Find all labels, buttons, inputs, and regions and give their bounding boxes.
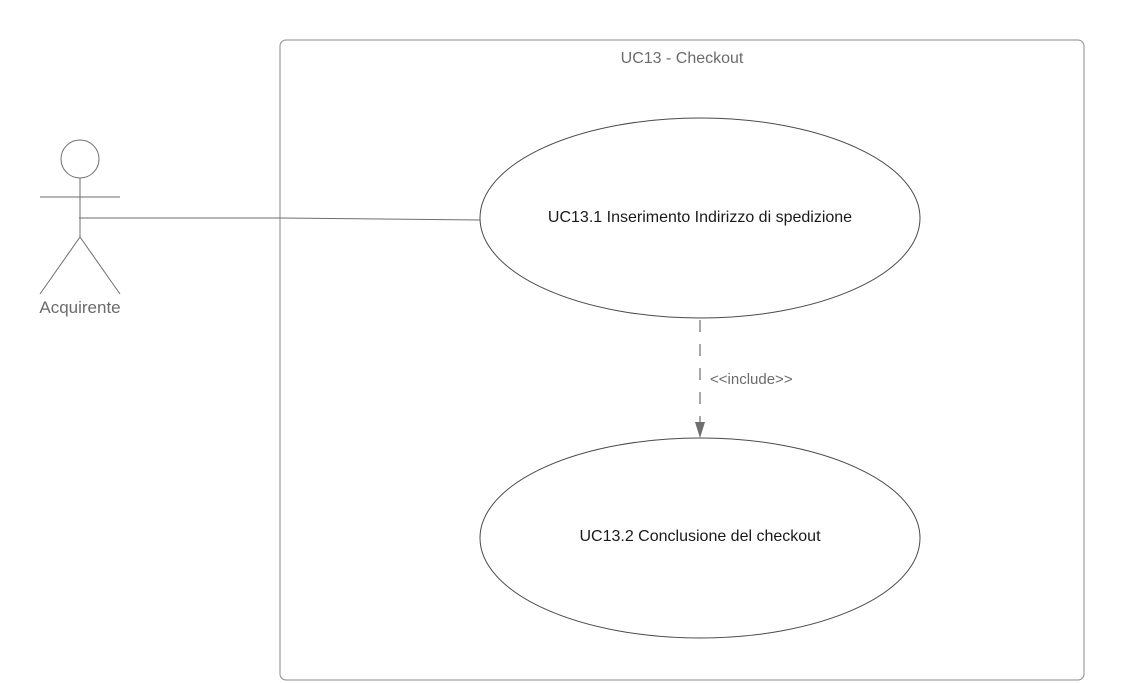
include-arrowhead	[695, 422, 705, 438]
use-case-uc13-1-ellipse	[479, 117, 921, 319]
actor-label: Acquirente	[39, 298, 120, 317]
use-case-uc13-2[interactable]: UC13.2 Conclusione del checkout	[479, 437, 921, 639]
boundary-title: UC13 - Checkout	[621, 50, 744, 67]
include-relation[interactable]: <<include>>	[695, 320, 793, 438]
association-line[interactable]	[79, 217, 481, 221]
actor-acquirente[interactable]: Acquirente	[39, 139, 121, 317]
actor-right-leg	[79, 236, 121, 295]
use-case-uc13-2-ellipse	[479, 437, 921, 639]
actor-head	[60, 139, 100, 179]
use-case-uc13-1[interactable]: UC13.1 Inserimento Indirizzo di spedizio…	[479, 117, 921, 319]
actor-left-leg	[39, 236, 81, 295]
include-label: <<include>>	[710, 371, 793, 388]
use-case-uc13-2-label: UC13.2 Conclusione del checkout	[579, 528, 821, 545]
use-case-uc13-1-label: UC13.1 Inserimento Indirizzo di spedizio…	[548, 209, 852, 226]
